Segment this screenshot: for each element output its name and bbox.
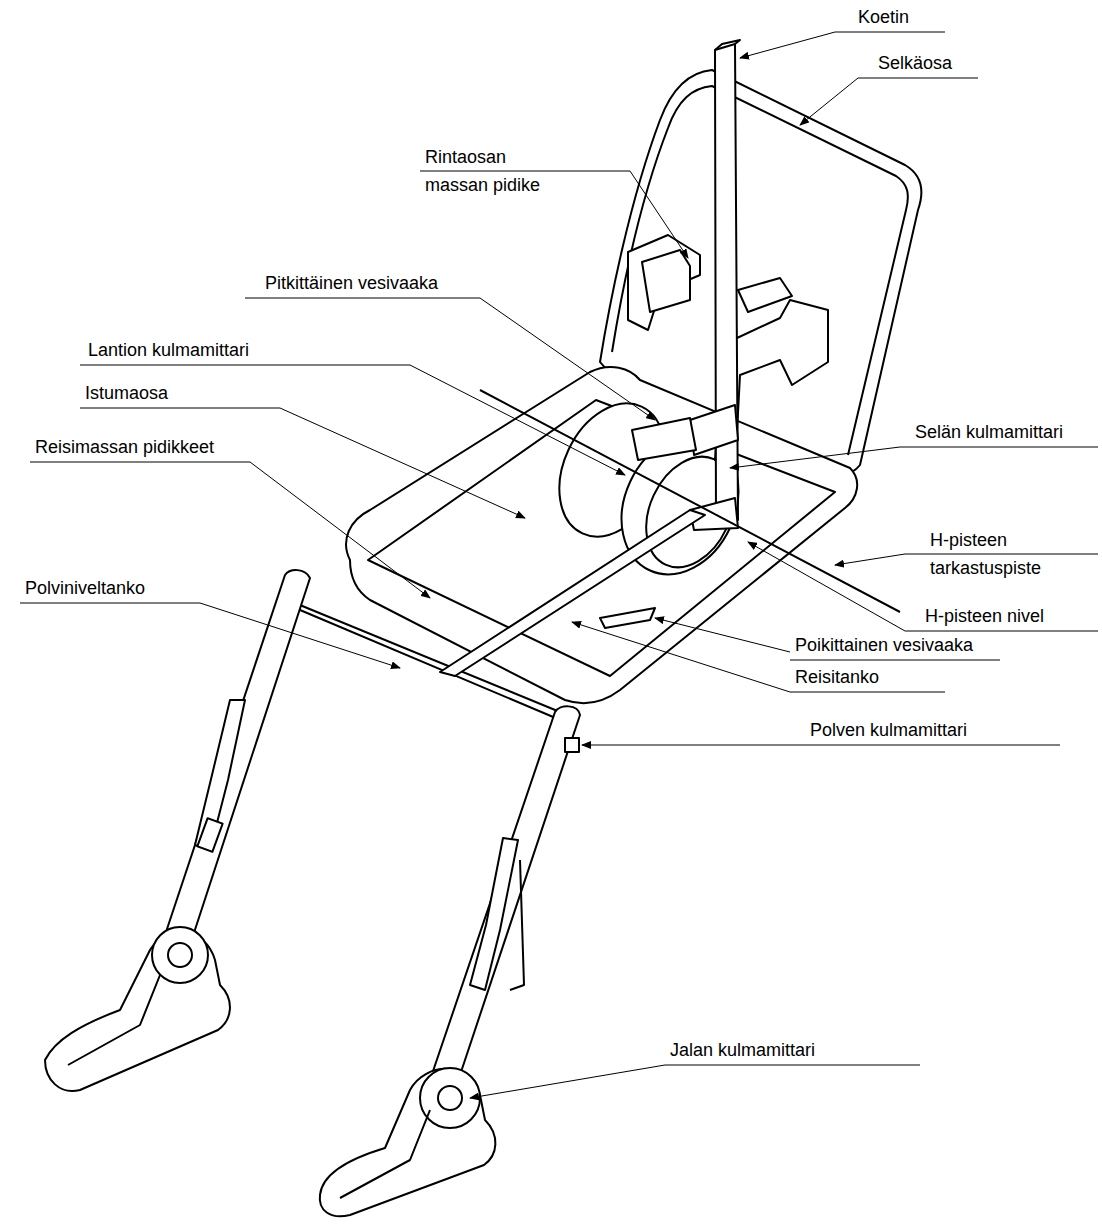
part-label: Reisimassan pidikkeet [35,433,214,461]
part-label: Pitkittäinen vesivaaka [265,269,438,297]
part-label: Poikittainen vesivaaka [795,631,973,659]
part-label: Reisitanko [795,663,879,691]
part-label: Polviniveltanko [25,574,145,602]
part-label: Polven kulmamittari [810,716,967,744]
part-label: Rintaosan massan pidike [425,143,555,199]
part-label: Selkäosa [878,49,952,77]
part-label: Selän kulmamittari [915,418,1063,446]
part-label: Koetin [858,3,909,31]
part-label: Jalan kulmamittari [670,1036,815,1064]
part-label: Istumaosa [85,379,168,407]
part-label: H-pisteen tarkastuspiste [930,526,1065,582]
part-label: H-pisteen nivel [925,602,1044,630]
part-label: Lantion kulmamittari [88,336,249,364]
